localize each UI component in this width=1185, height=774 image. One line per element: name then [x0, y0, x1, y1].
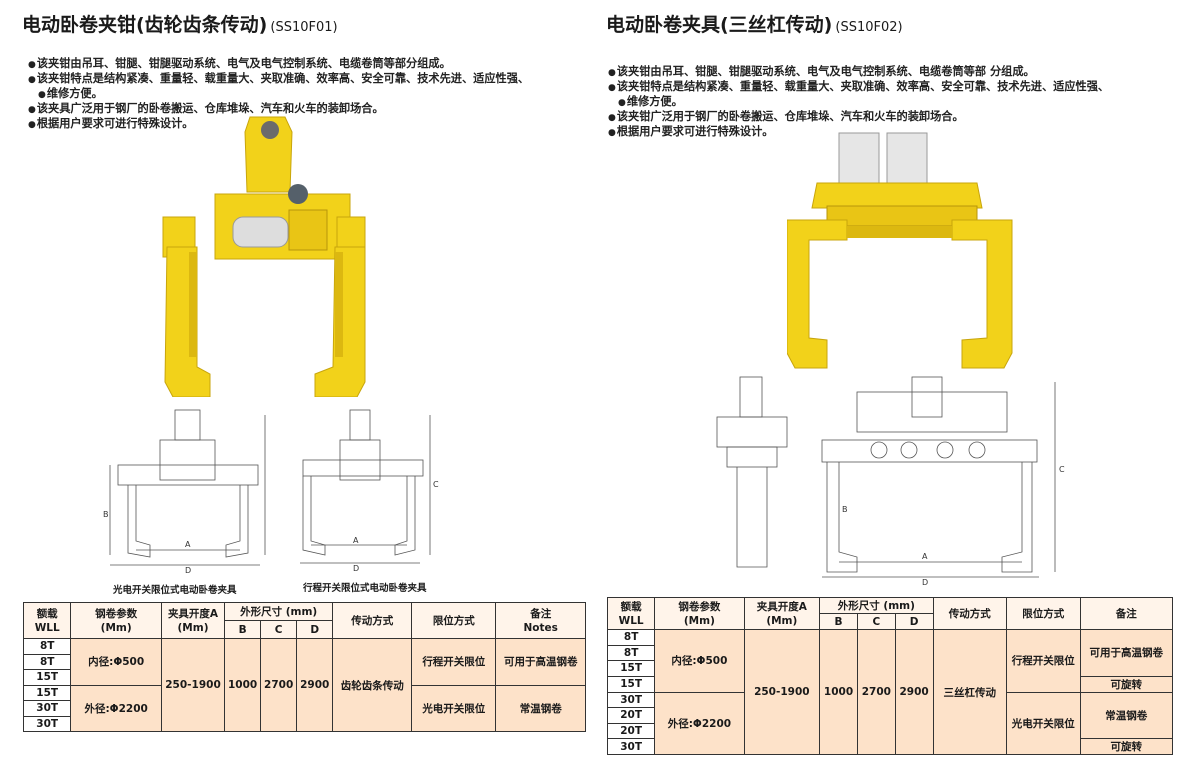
header-c: C	[856, 613, 896, 630]
wll-cell: 8T	[606, 629, 656, 646]
right-feature-item: 该夹钳特点是结构紧凑、重量轻、载重量大、夹取准确、效率高、安全可靠、技术先进、适…	[608, 80, 1109, 95]
header-drive: 传动方式	[932, 597, 1008, 630]
drive-cell: 三丝杠传动	[932, 629, 1008, 755]
dim-label-c: C	[433, 480, 439, 489]
header-c: C	[260, 620, 298, 639]
left-feature-item: 该夹钳由吊耳、钳腿、钳腿驱动系统、电气及电气控制系统、电缆卷筒等部分组成。	[28, 57, 529, 72]
note-normal-temp: 常温钢卷	[1079, 691, 1174, 739]
wll-cell: 30T	[22, 715, 72, 732]
left-title-text: 电动卧卷夹钳(齿轮齿条传动)	[22, 14, 268, 36]
dim-label-d: D	[922, 578, 928, 587]
wll-cell: 15T	[606, 660, 656, 677]
wll-cell: 8T	[22, 653, 72, 670]
right-feature-item: 该夹钳广泛用于钢厂的卧卷搬运、仓库堆垛、汽车和火车的装卸场合。	[608, 110, 1109, 125]
right-title-text: 电动卧卷夹具(三丝杠传动)	[606, 14, 833, 36]
right-clamp-photo	[787, 132, 1013, 369]
coil-inner: 内径:Φ500	[654, 629, 745, 693]
left-product-section: 电动卧卷夹钳(齿轮齿条传动)(SS10F01) 该夹钳由吊耳、钳腿、钳腿驱动系统…	[0, 0, 592, 774]
coil-outer: 外径:Φ2200	[654, 691, 745, 755]
caption-photoelectric: 光电开关限位式电动卧卷夹具	[113, 585, 237, 596]
header-coil: 钢卷参数(Mm)	[654, 597, 745, 630]
dim-label-d: D	[185, 566, 191, 575]
note-rotatable: 可旋转	[1079, 738, 1174, 755]
opening-cell: 250-1900	[160, 638, 226, 732]
wll-cell: 30T	[606, 738, 656, 755]
dim-d-cell: 2900	[894, 629, 934, 755]
dim-b-cell: 1000	[819, 629, 858, 755]
dim-label-a: A	[185, 540, 191, 549]
right-product-title: 电动卧卷夹具(三丝杠传动)(SS10F02)	[606, 10, 903, 37]
wll-cell: 15T	[22, 669, 72, 686]
right-feature-item-cont: 维修方便。	[608, 95, 1109, 110]
dim-label-d: D	[353, 564, 359, 573]
wll-cell: 30T	[606, 691, 656, 708]
dim-label-a: A	[353, 536, 359, 545]
wll-cell: 20T	[606, 707, 656, 724]
left-feature-list: 该夹钳由吊耳、钳腿、钳腿驱动系统、电气及电气控制系统、电缆卷筒等部分组成。 该夹…	[28, 57, 529, 132]
note-high-temp: 可用于高温钢卷	[495, 638, 586, 686]
dim-d-cell: 2900	[296, 638, 334, 732]
left-feature-item: 该夹具广泛用于钢厂的卧卷搬运、仓库堆垛、汽车和火车的装卸场合。	[28, 102, 529, 117]
right-drawing-side-view	[716, 376, 788, 568]
left-product-title: 电动卧卷夹钳(齿轮齿条传动)(SS10F01)	[22, 10, 338, 37]
limit-travel-cell: 行程开关限位	[411, 638, 497, 686]
wll-cell: 8T	[606, 644, 656, 661]
header-drive: 传动方式	[332, 602, 413, 639]
header-dimensions: 外形尺寸 (mm)	[224, 602, 334, 621]
coil-outer: 外径:Φ2200	[70, 684, 162, 732]
header-d: D	[296, 620, 334, 639]
right-feature-item: 该夹钳由吊耳、钳腿、钳腿驱动系统、电气及电气控制系统、电缆卷筒等部 分组成。	[608, 65, 1109, 80]
wll-cell: 20T	[606, 722, 656, 739]
caption-travel-switch: 行程开关限位式电动卧卷夹具	[303, 583, 427, 594]
header-notes: 备注	[1079, 597, 1174, 630]
left-title-code: (SS10F01)	[270, 20, 338, 35]
dim-label-b: B	[842, 505, 848, 514]
wll-cell: 30T	[22, 700, 72, 717]
right-drawing-front-view: A D C B	[821, 376, 1065, 587]
drive-cell: 齿轮齿条传动	[332, 638, 413, 732]
dim-b-cell: 1000	[224, 638, 262, 732]
wll-cell: 15T	[606, 675, 656, 693]
header-d: D	[894, 613, 934, 630]
dim-label-a: A	[922, 552, 928, 561]
dim-c-cell: 2700	[856, 629, 896, 755]
opening-cell: 250-1900	[743, 629, 821, 755]
coil-inner: 内径:Φ500	[70, 638, 162, 686]
dim-label-b: B	[103, 510, 109, 519]
header-opening: 夹具开度A(Mm)	[160, 602, 226, 639]
left-feature-item: 该夹钳特点是结构紧凑、重量轻、载重量大、夹取准确、效率高、安全可靠、技术先进、适…	[28, 72, 529, 87]
header-b: B	[224, 620, 262, 639]
limit-photo-cell: 光电开关限位	[411, 684, 497, 732]
left-feature-item: 根据用户要求可进行特殊设计。	[28, 117, 529, 132]
header-coil: 钢卷参数(Mm)	[70, 602, 162, 639]
dim-label-c: C	[1059, 465, 1065, 474]
limit-travel-cell: 行程开关限位	[1006, 629, 1081, 693]
left-drawing-photoelectric: B A D	[103, 409, 266, 575]
wll-cell: 15T	[22, 684, 72, 701]
header-limit: 限位方式	[1006, 597, 1081, 630]
right-feature-list: 该夹钳由吊耳、钳腿、钳腿驱动系统、电气及电气控制系统、电缆卷筒等部 分组成。 该…	[608, 65, 1109, 140]
right-product-section: 电动卧卷夹具(三丝杠传动)(SS10F02) 该夹钳由吊耳、钳腿、钳腿驱动系统、…	[592, 0, 1185, 774]
header-opening: 夹具开度A(Mm)	[743, 597, 821, 630]
note-rotatable: 可旋转	[1079, 675, 1174, 693]
note-normal-temp: 常温钢卷	[495, 684, 586, 732]
header-b: B	[819, 613, 858, 630]
left-feature-item-cont: 维修方便。	[28, 87, 529, 102]
dim-c-cell: 2700	[260, 638, 298, 732]
limit-photo-cell: 光电开关限位	[1006, 691, 1081, 755]
header-dimensions: 外形尺寸 (mm)	[819, 597, 934, 614]
right-feature-item: 根据用户要求可进行特殊设计。	[608, 125, 1109, 140]
right-title-code: (SS10F02)	[835, 20, 903, 35]
left-clamp-photo	[162, 116, 366, 397]
header-limit: 限位方式	[411, 602, 497, 639]
left-drawing-travel-switch: A D C	[300, 409, 439, 573]
wll-cell: 8T	[22, 638, 72, 655]
note-high-temp: 可用于高温钢卷	[1079, 629, 1174, 677]
